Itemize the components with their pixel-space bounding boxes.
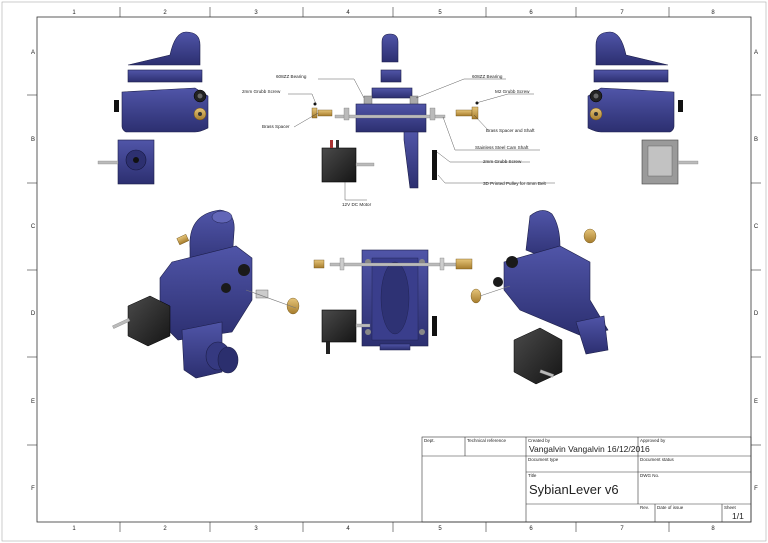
col-label: 6	[529, 10, 533, 16]
callout-pulley: 3D Printed Pulley for 4mm Belt	[483, 181, 547, 186]
view-iso-right	[470, 210, 609, 385]
callout-bearing-left: 608ZZ Bearing	[276, 74, 307, 79]
column-labels-top: 1 2 3 4 5 6 7 8	[72, 10, 715, 16]
row-label: B	[754, 137, 758, 143]
row-label: F	[31, 486, 35, 492]
row-label: A	[754, 50, 758, 56]
tb-doc-type-label: Document type	[528, 457, 559, 462]
tb-title-value: SybianLever v6	[529, 482, 619, 497]
row-label: E	[754, 399, 758, 405]
view-exploded-front	[311, 33, 479, 189]
row-label: B	[31, 137, 35, 143]
col-label: 4	[346, 10, 350, 16]
tb-tech-ref-label: Technical reference	[467, 438, 507, 443]
tb-dept-label: Dept.	[424, 438, 435, 443]
col-label: 5	[438, 10, 442, 16]
row-label: C	[31, 224, 36, 230]
col-label: 5	[438, 526, 442, 532]
callout-brass-spacer-shaft: Brass Spacer and Shaft	[486, 128, 535, 133]
callouts: 608ZZ Bearing 608ZZ Bearing 2mm Grubb Sc…	[242, 74, 547, 207]
callout-brass-spacer: Brass Spacer	[262, 124, 290, 129]
col-label: 1	[72, 526, 76, 532]
callout-grub-right: 2mm Grubb Screw	[483, 159, 522, 164]
row-label: A	[31, 50, 35, 56]
tb-approved-by-label: Approved by	[640, 438, 666, 443]
view-iso-left	[112, 209, 300, 379]
row-label: E	[31, 399, 35, 405]
tb-sheet-label: Sheet	[724, 505, 736, 510]
row-ticks	[27, 94, 761, 446]
col-label: 6	[529, 526, 533, 532]
callout-grub-left: 2mm Grubb Screw	[242, 89, 281, 94]
tb-created-by-label: Created by	[528, 438, 551, 443]
leader-lines	[288, 78, 555, 201]
callout-cam-shaft: Stainless Steel Cam Shaft	[475, 145, 529, 150]
column-labels-bottom: 1 2 3 4 5 6 7 8	[72, 526, 715, 532]
tb-date-issue-label: Date of issue	[657, 505, 684, 510]
row-label: F	[754, 486, 758, 492]
view-right-side	[587, 31, 699, 185]
col-label: 8	[711, 526, 715, 532]
tb-doc-status-label: Document status	[640, 457, 674, 462]
title-block-frame	[421, 436, 752, 523]
tb-created-by-value: Vangalvin Vangalvin 16/12/2016	[529, 444, 650, 454]
row-label: C	[754, 224, 759, 230]
row-label: D	[31, 311, 36, 317]
tb-dwg-label: DWG No.	[640, 473, 660, 478]
col-label: 3	[254, 526, 258, 532]
tb-title-label: Title	[528, 473, 537, 478]
col-label: 2	[163, 526, 167, 532]
view-exploded-top	[313, 249, 473, 354]
view-left-side	[97, 31, 209, 185]
row-labels-right: A B C D E F	[754, 50, 759, 492]
inner-border	[36, 16, 752, 523]
col-label: 7	[620, 526, 624, 532]
callout-motor: 12V DC Motor	[342, 202, 372, 207]
col-label: 3	[254, 10, 258, 16]
col-label: 1	[72, 10, 76, 16]
column-ticks	[119, 7, 670, 532]
col-label: 7	[620, 10, 624, 16]
row-labels-left: A B C D E F	[31, 50, 36, 492]
tb-sheet-value: 1/1	[732, 511, 744, 521]
callout-grub-m2: M2 Grubb Screw	[495, 89, 530, 94]
callout-bearing-right: 608ZZ Bearing	[472, 74, 503, 79]
tb-rev-label: Rev.	[640, 505, 649, 510]
col-label: 8	[711, 10, 715, 16]
col-label: 4	[346, 526, 350, 532]
row-label: D	[754, 311, 759, 317]
col-label: 2	[163, 10, 167, 16]
